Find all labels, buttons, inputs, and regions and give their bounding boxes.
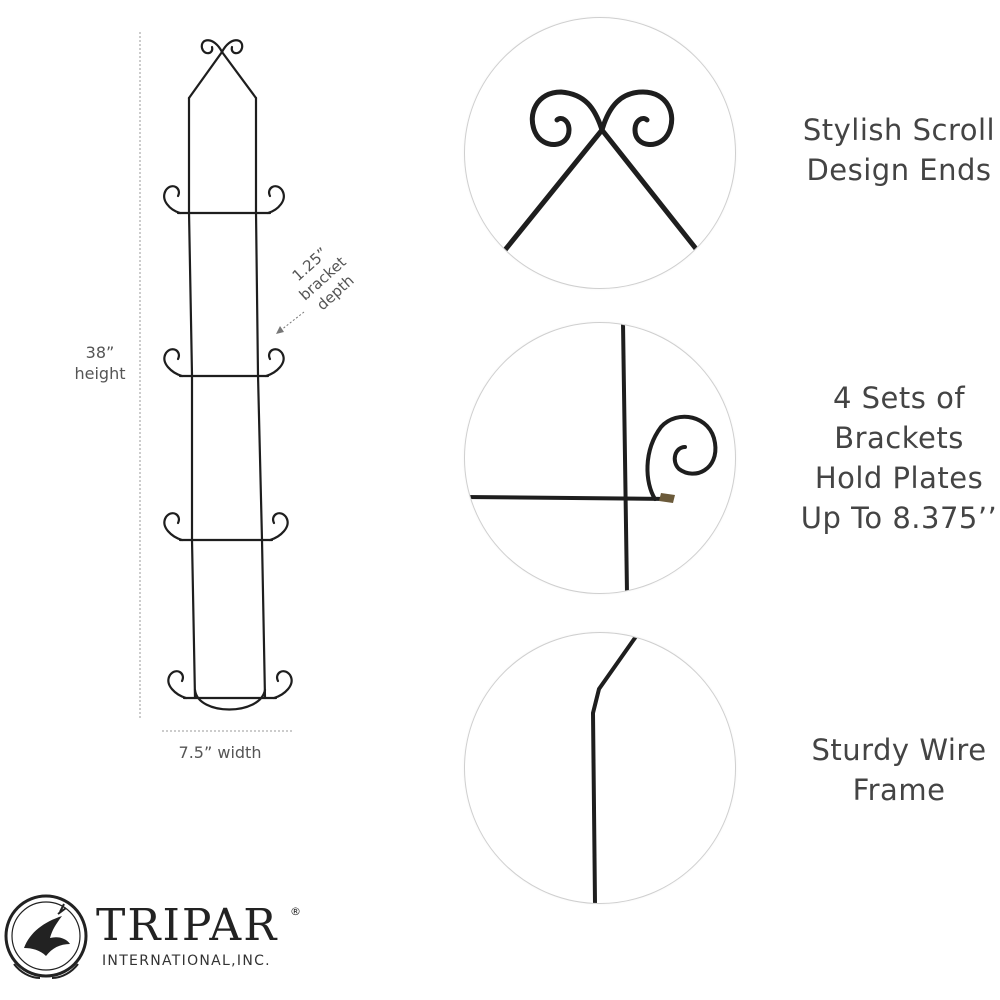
frame-right-rail	[254, 96, 267, 700]
frame-left-rail	[187, 96, 197, 700]
width-label: 7.5” width	[178, 743, 262, 762]
feature-text-scroll: Stylish Scroll Design Ends	[790, 110, 1000, 190]
feature-text-brackets: 4 Sets of Brackets Hold Plates Up To 8.3…	[790, 378, 1000, 538]
feature-frame-line1: Sturdy Wire	[811, 733, 987, 767]
detail-circle-frame	[464, 632, 736, 904]
plate-rack-illustration	[139, 32, 305, 732]
feature-text-frame: Sturdy Wire Frame	[790, 730, 1000, 810]
feature-brackets-line1: 4 Sets of	[832, 381, 966, 415]
feature-frame-line2: Frame	[852, 773, 946, 807]
tripar-logo-emblem	[4, 894, 88, 979]
brand-name: TRIPAR	[96, 900, 279, 951]
feature-scroll-line1: Stylish Scroll	[802, 113, 996, 147]
brand-registered-mark: ®	[290, 905, 301, 918]
scroll-detail-drawing	[502, 89, 700, 253]
detail-circle-scroll	[464, 17, 736, 289]
frame-bottom	[193, 688, 267, 711]
height-value: 38”	[85, 343, 115, 362]
top-scroll-right	[220, 39, 244, 55]
feature-brackets-line2: Brackets	[834, 421, 964, 455]
feature-brackets-line4: Up To 8.375’’	[800, 501, 998, 535]
detail-circle-bracket	[464, 322, 736, 594]
frame-peak	[187, 50, 258, 100]
feature-scroll-line2: Design Ends	[806, 153, 992, 187]
brand-subtitle: INTERNATIONAL,INC.	[102, 953, 271, 969]
height-word: height	[74, 364, 126, 383]
frame-detail-drawing	[590, 633, 639, 903]
bracket-detail-drawing	[465, 323, 718, 593]
feature-brackets-line3: Hold Plates	[814, 461, 984, 495]
height-label: 38” height	[60, 342, 140, 384]
top-scroll-left	[200, 39, 224, 55]
